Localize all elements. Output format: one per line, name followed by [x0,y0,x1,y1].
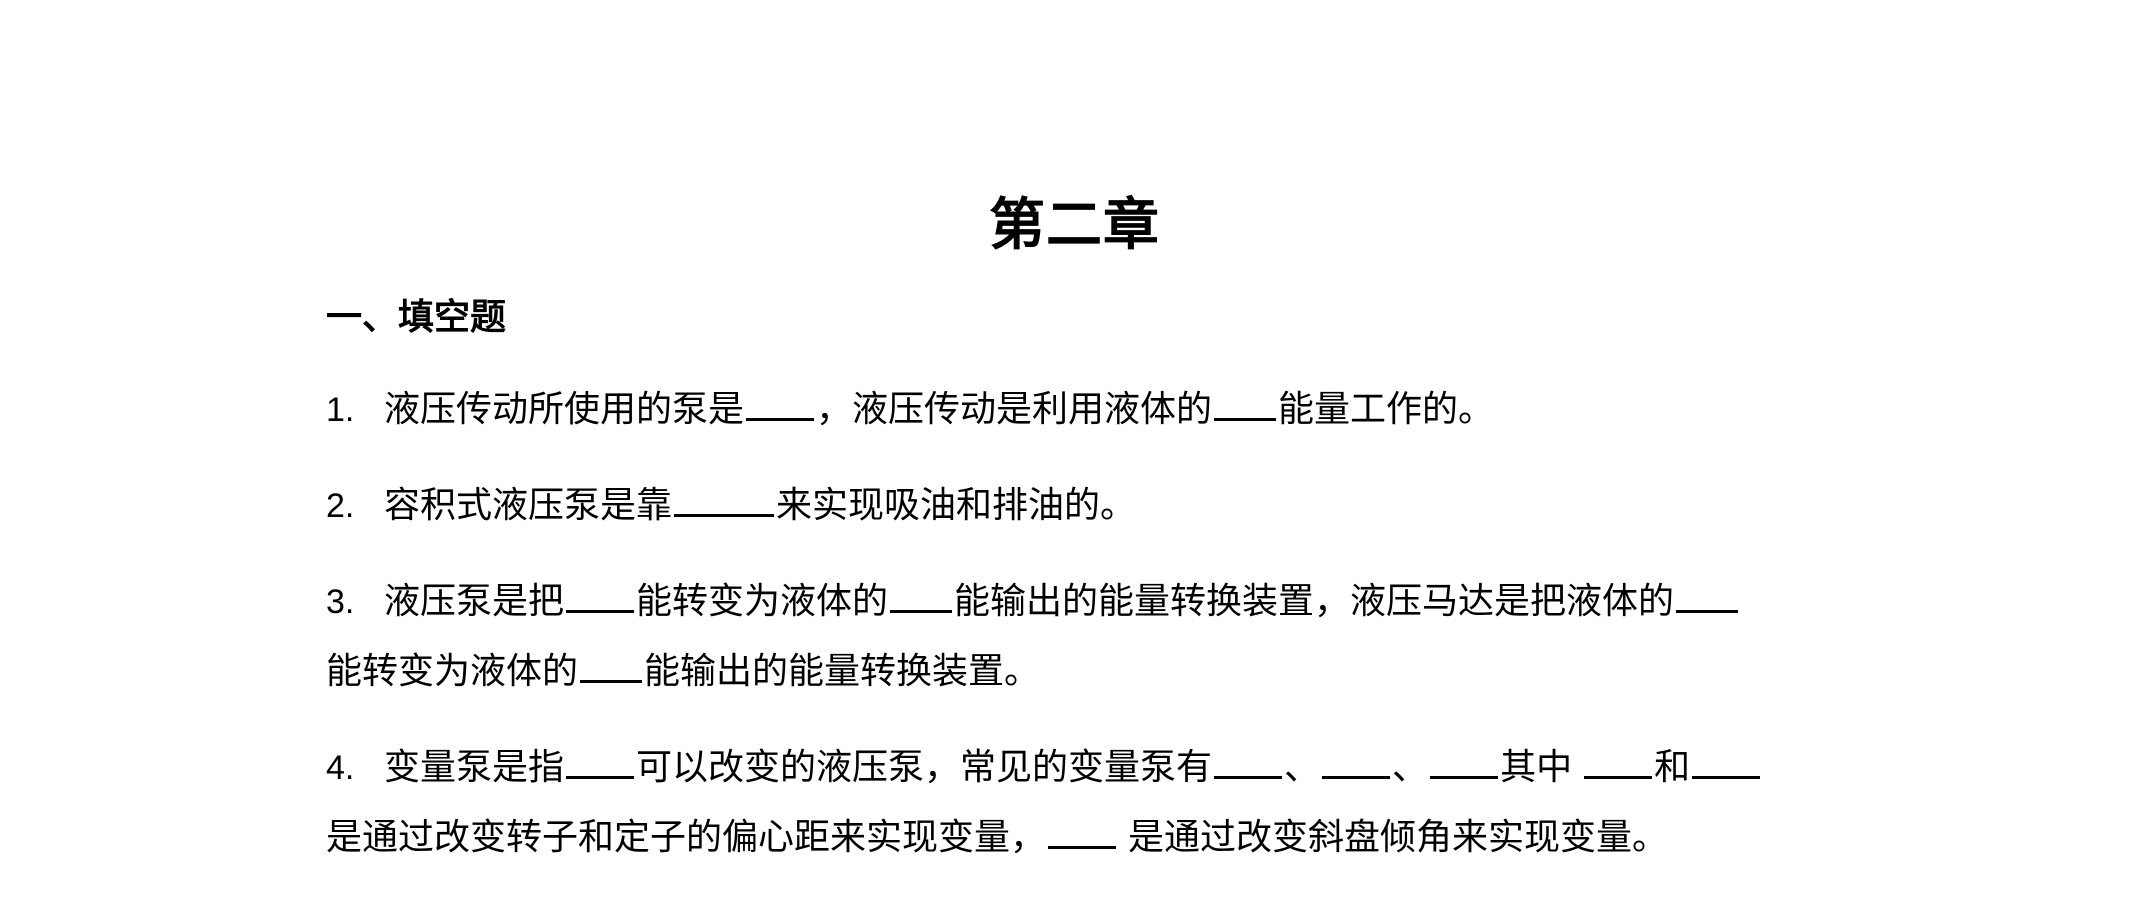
answer-blank[interactable] [1584,748,1653,779]
question-text: 、 [1284,747,1321,788]
question-text: 其中 [1500,747,1573,788]
question-number: 2. [326,487,355,525]
question-text: 、 [1392,747,1429,788]
answer-blank[interactable] [1692,748,1761,779]
question-4: 4. 变量泵是指 可以改变的液压泵，常见的变量泵有 、 、 其中 和 [326,748,1762,786]
answer-blank[interactable] [746,390,815,421]
question-text: 和 [1654,747,1691,788]
question-number: 1. [326,391,355,429]
question-3-continued: 能转变为液体的 能输出的能量转换装置。 [326,652,1040,690]
answer-blank[interactable] [566,748,635,779]
question-text: 液压泵是把 [384,581,565,622]
question-4-continued: 是通过改变转子和定子的偏心距来实现变量， 是通过改变斜盘倾角来实现变量。 [326,818,1668,856]
section-title: 一、填空题 [326,297,507,338]
question-number: 3. [326,583,355,621]
question-text: 可以改变的液压泵，常见的变量泵有 [636,747,1213,788]
answer-blank[interactable] [1430,748,1499,779]
question-1: 1. 液压传动所使用的泵是 ，液压传动是利用液体的 能量工作的。 [326,390,1494,428]
answer-blank[interactable] [1214,748,1283,779]
answer-blank[interactable] [890,582,953,613]
question-text: 能转变为液体的 [326,651,579,692]
question-text: ，液压传动是利用液体的 [816,389,1213,430]
question-text: 容积式液压泵是靠 [384,485,673,526]
question-text: 是通过改变斜盘倾角来实现变量。 [1128,817,1669,858]
question-text: 能输出的能量转换装置，液压马达是把液体的 [954,581,1675,622]
answer-blank[interactable] [1676,582,1739,613]
question-text: 液压传动所使用的泵是 [384,389,745,430]
question-text: 来实现吸油和排油的。 [776,485,1137,526]
question-text: 是通过改变转子和定子的偏心距来实现变量， [326,817,1047,858]
answer-blank[interactable] [1322,748,1391,779]
chapter-title: 第二章 [989,193,1160,258]
question-3: 3. 液压泵是把 能转变为液体的 能输出的能量转换装置，液压马达是把液体的 [326,582,1740,620]
answer-blank[interactable] [1048,818,1117,849]
question-text: 能转变为液体的 [636,581,889,622]
question-text: 能输出的能量转换装置。 [644,651,1041,692]
question-text: 能量工作的。 [1278,389,1495,430]
question-number: 4. [326,749,355,787]
answer-blank[interactable] [1214,390,1277,421]
answer-blank[interactable] [580,652,643,683]
question-text: 变量泵是指 [384,747,565,788]
question-2: 2. 容积式液压泵是靠 来实现吸油和排油的。 [326,486,1136,524]
answer-blank[interactable] [674,486,775,517]
answer-blank[interactable] [566,582,635,613]
